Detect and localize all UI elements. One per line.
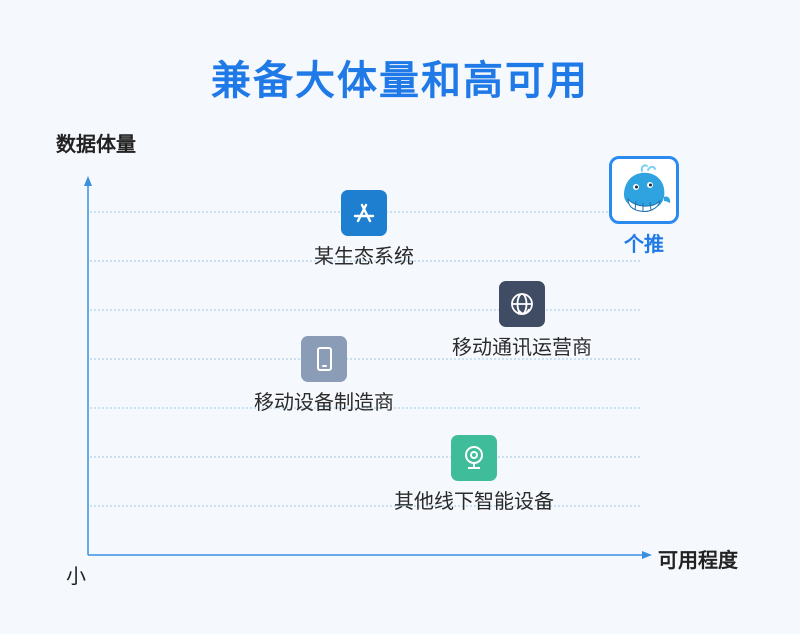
- tablet-icon: [301, 336, 347, 382]
- node-label: 移动通讯运营商: [452, 335, 592, 359]
- node-label: 某生态系统: [314, 244, 414, 268]
- x-axis-arrow: [642, 551, 652, 559]
- node-getui: 个推: [604, 156, 684, 257]
- whale-icon: [609, 156, 679, 224]
- node-offline-devices: 其他线下智能设备: [390, 435, 558, 514]
- globe-sync-icon: [499, 281, 545, 327]
- x-axis-label: 可用程度: [658, 548, 738, 572]
- node-ecosystem: 某生态系统: [304, 190, 424, 269]
- node-label: 移动设备制造商: [254, 390, 394, 414]
- origin-label: 小: [66, 564, 86, 588]
- app-store-icon: [341, 190, 387, 236]
- y-axis-label: 数据体量: [56, 132, 136, 156]
- y-axis-arrow: [84, 176, 92, 186]
- node-telecom: 移动通讯运营商: [440, 281, 604, 360]
- node-label: 其他线下智能设备: [394, 489, 554, 513]
- webcam-icon: [451, 435, 497, 481]
- node-device-maker: 移动设备制造商: [242, 336, 406, 415]
- node-label: 个推: [624, 232, 664, 256]
- page-title: 兼备大体量和高可用: [211, 58, 589, 104]
